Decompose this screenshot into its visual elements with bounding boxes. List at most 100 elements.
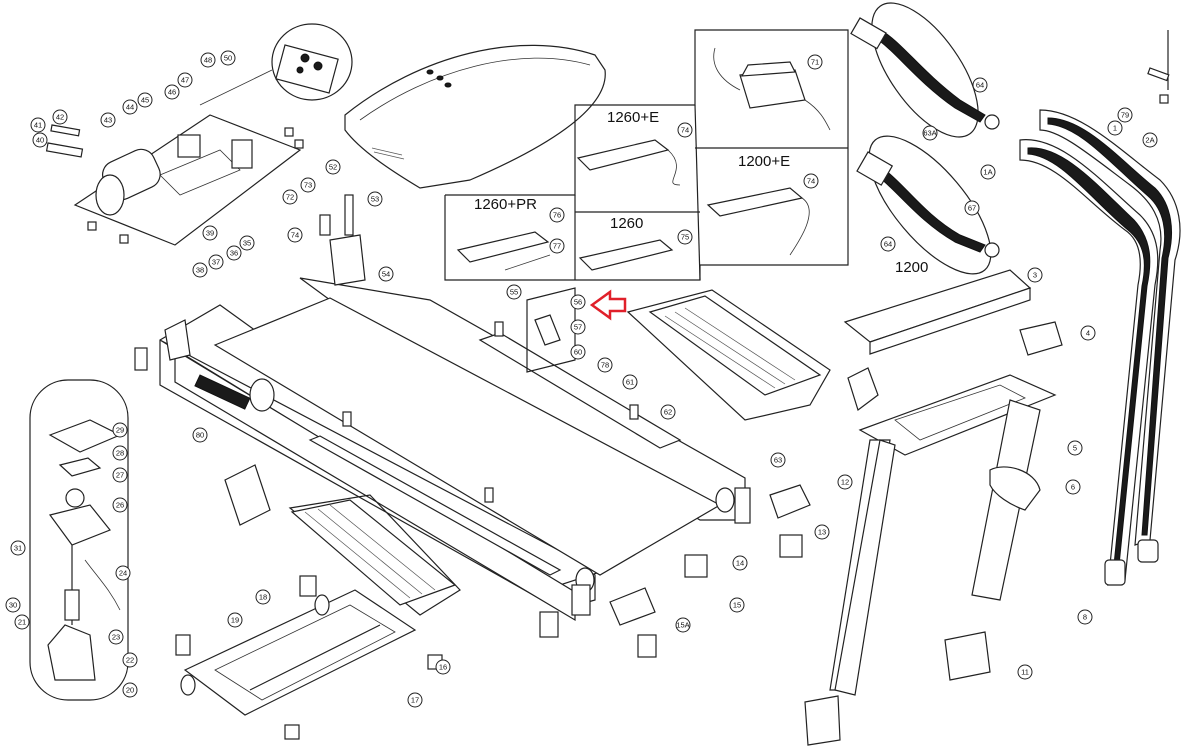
- callout-31: 31: [10, 540, 26, 556]
- callout-number: 4: [1086, 329, 1090, 338]
- callout-75: 75: [677, 229, 693, 245]
- callout-number: 64: [884, 240, 892, 249]
- callout-number: 76: [553, 211, 561, 220]
- callout-number: 11: [1021, 668, 1029, 677]
- callout-64: 64: [880, 236, 896, 252]
- callout-number: 15: [733, 601, 741, 610]
- handrails: [1019, 30, 1181, 586]
- callout-number: 46: [168, 88, 176, 97]
- callout-44: 44: [122, 99, 138, 115]
- callout-number: 79: [1121, 111, 1129, 120]
- callout-74: 74: [803, 173, 819, 189]
- callout-43: 43: [100, 112, 116, 128]
- callout-circle: [1017, 664, 1033, 680]
- callout-circle: [137, 92, 153, 108]
- callout-number: 77: [553, 242, 561, 251]
- callout-57: 57: [570, 319, 586, 335]
- callout-24: 24: [115, 565, 131, 581]
- callout-circle: [570, 319, 586, 335]
- callout-number: 37: [212, 258, 220, 267]
- callout-17: 17: [407, 692, 423, 708]
- callout-circle: [1067, 440, 1083, 456]
- callout-number: 74: [681, 126, 689, 135]
- callout-circle: [300, 177, 316, 193]
- callout-circle: [108, 629, 124, 645]
- callout-number: 16: [439, 663, 447, 672]
- callout-38: 38: [192, 262, 208, 278]
- callout-number: 62: [664, 408, 672, 417]
- callout-number: 18: [259, 593, 267, 602]
- callout-5: 5: [1067, 440, 1083, 456]
- callout-circle: [112, 422, 128, 438]
- callout-number: 73: [304, 181, 312, 190]
- callout-number: 71: [811, 58, 819, 67]
- callout-circle: [770, 452, 786, 468]
- callout-27: 27: [112, 467, 128, 483]
- incline-motor-assembly: [29, 379, 129, 701]
- callout-20: 20: [122, 682, 138, 698]
- callout-number: 27: [116, 471, 124, 480]
- callout-number: 23: [112, 633, 120, 642]
- callout-number: 1: [1113, 124, 1117, 133]
- callout-number: 44: [126, 103, 134, 112]
- callout-circle: [1080, 325, 1096, 341]
- callout-39: 39: [202, 225, 218, 241]
- callout-number: 17: [411, 696, 419, 705]
- callout-circle: [677, 229, 693, 245]
- callout-circle: [972, 77, 988, 93]
- motor-cover: [344, 44, 606, 189]
- callout-circle: [177, 72, 193, 88]
- callout-circle: [14, 614, 30, 630]
- callout-circle: [570, 294, 586, 310]
- callout-54: 54: [378, 266, 394, 282]
- callout-circle: [367, 191, 383, 207]
- callout-number: 47: [181, 76, 189, 85]
- callout-circle: [202, 225, 218, 241]
- callout-circle: [220, 50, 236, 66]
- callout-circle: [208, 254, 224, 270]
- callout-64: 64: [972, 77, 988, 93]
- callout-41: 41: [30, 117, 46, 133]
- callout-circle: [597, 357, 613, 373]
- callout-circle: [837, 474, 853, 490]
- pcb-detail-bubble: [199, 23, 353, 106]
- callout-number: 15A: [676, 621, 689, 630]
- callout-circle: [122, 682, 138, 698]
- callout-number: 42: [56, 113, 64, 122]
- callout-number: 8: [1083, 613, 1087, 622]
- callout-8: 8: [1077, 609, 1093, 625]
- callout-number: 30: [9, 601, 17, 610]
- callout-circle: [192, 262, 208, 278]
- callout-19: 19: [227, 612, 243, 628]
- callout-48: 48: [200, 52, 216, 68]
- callout-circle: [192, 427, 208, 443]
- callout-63: 63: [770, 452, 786, 468]
- callout-47: 47: [177, 72, 193, 88]
- callout-circle: [112, 467, 128, 483]
- callout-number: 36: [230, 249, 238, 258]
- callout-55: 55: [506, 284, 522, 300]
- callout-number: 6: [1071, 483, 1075, 492]
- callout-number: 1A: [983, 168, 992, 177]
- callout-26: 26: [112, 497, 128, 513]
- callout-22: 22: [122, 652, 138, 668]
- callout-2A: 2A: [1142, 132, 1158, 148]
- model-label-1200: 1200: [895, 259, 928, 276]
- callout-circle: [880, 236, 896, 252]
- callout-circle: [570, 344, 586, 360]
- callout-60: 60: [570, 344, 586, 360]
- callout-number: 2A: [1145, 136, 1154, 145]
- callout-circle: [660, 404, 676, 420]
- callout-78: 78: [597, 357, 613, 373]
- callout-circle: [227, 612, 243, 628]
- callout-13: 13: [814, 524, 830, 540]
- side-rails: [288, 289, 831, 616]
- callout-63A: 63A: [922, 125, 938, 141]
- callout-73: 73: [300, 177, 316, 193]
- callout-number: 39: [206, 229, 214, 238]
- callout-number: 48: [204, 56, 212, 65]
- callout-28: 28: [112, 445, 128, 461]
- model-label-1200E: 1200+E: [738, 153, 790, 170]
- callout-number: 80: [196, 431, 204, 440]
